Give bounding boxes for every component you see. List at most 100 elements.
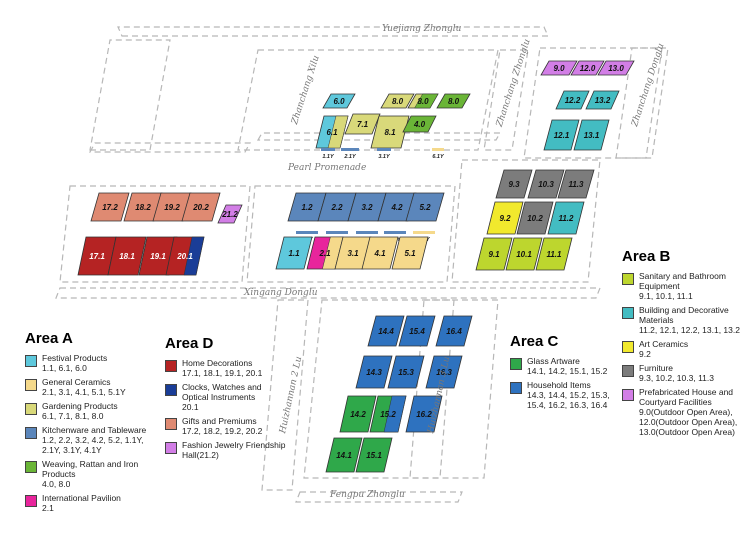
hall-h14-3[interactable]: 14.3 xyxy=(355,355,393,389)
hall-h17-2[interactable]: 17.2 xyxy=(90,192,130,222)
hall-label: 6.0 xyxy=(333,97,345,106)
hall-label: 6.1 xyxy=(326,128,338,137)
hall-h15-4[interactable]: 15.4 xyxy=(398,315,436,347)
hall-h13-1[interactable]: 13.1 xyxy=(573,119,610,151)
legend-category-name: Furniture xyxy=(639,363,674,373)
hall-label: 12.1 xyxy=(554,131,570,140)
hall-h4-0[interactable]: 4.0 xyxy=(402,115,437,133)
hall-h8-0a[interactable]: 8.0 xyxy=(380,93,415,109)
legend-swatch xyxy=(622,307,634,319)
hall-h20-2[interactable]: 20.2 xyxy=(181,192,221,222)
hall-h16-3[interactable]: 16.3 xyxy=(425,355,463,389)
hall-h10-2[interactable]: 10.2 xyxy=(516,201,554,235)
legend-hall-codes: 9.0(Outdoor Open Area), 12.0(Outdoor Ope… xyxy=(639,407,738,437)
legend-hall-codes: 1.1, 6.1, 6.0 xyxy=(42,363,87,373)
hall-h9-3[interactable]: 9.3 xyxy=(495,169,533,199)
hall-h7-1[interactable]: 7.1 xyxy=(344,113,381,135)
hall-h15-2[interactable]: 15.2 xyxy=(369,395,407,433)
strip-label: 6.1Y xyxy=(432,154,445,160)
strip-s3-1y-top[interactable]: 3.1Y xyxy=(377,148,391,160)
strip-s6-1y-top[interactable]: 6.1Y xyxy=(432,148,445,160)
hall-h10-3[interactable]: 10.3 xyxy=(527,169,565,199)
legend-area-b-title: Area B xyxy=(622,248,671,265)
hall-h1-1[interactable]: 1.1 xyxy=(275,236,313,270)
hall-h11-2[interactable]: 11.2 xyxy=(547,201,585,235)
hall-h9-0[interactable]: 9.0 xyxy=(540,60,578,76)
strip-s2-1y[interactable]: 2.1Y xyxy=(341,148,359,160)
hall-label: 13.1 xyxy=(584,131,600,140)
hall-label: 11.3 xyxy=(569,180,585,189)
hall-h18-1[interactable]: 18.1 xyxy=(107,236,147,276)
hall-label: 1.2 xyxy=(301,203,313,212)
hall-h5-1[interactable]: 5.1 xyxy=(391,236,429,270)
strip-label: 1.1Y xyxy=(322,154,335,160)
hall-label: 3.2 xyxy=(361,203,373,212)
legend-hall-codes: 2.1, 3.1, 4.1, 5.1, 5.1Y xyxy=(42,387,126,397)
hall-label: 10.3 xyxy=(538,180,554,189)
hall-h14-4[interactable]: 14.4 xyxy=(367,315,405,347)
legend-category-name: Gifts and Premiums xyxy=(182,416,257,426)
hall-label: 11.1 xyxy=(547,250,563,259)
road-pearl-promenade: Pearl Promenade xyxy=(288,163,367,173)
legend-area-a-title: Area A xyxy=(25,330,73,347)
road-fengpu: Fengpu Zhonglu xyxy=(330,490,405,500)
hall-label: 10.1 xyxy=(516,250,532,259)
hall-h8-0c[interactable]: 8.0 xyxy=(436,93,471,109)
hall-h4-1[interactable]: 4.1 xyxy=(361,236,399,270)
hall-h13-0[interactable]: 13.0 xyxy=(597,60,635,76)
hall-label: 9.2 xyxy=(499,214,511,223)
legend-hall-codes: 17.2, 18.2, 19.2, 20.2 xyxy=(182,426,263,436)
legend-area-d-title: Area D xyxy=(165,335,214,352)
legend-category-name: International Pavilion xyxy=(42,493,121,503)
hall-h21-2[interactable]: 21.2 xyxy=(217,204,243,224)
hall-h9-1[interactable]: 9.1 xyxy=(475,237,513,271)
hall-label: 8.1 xyxy=(384,128,396,137)
hall-label: 5.1 xyxy=(404,249,416,258)
hall-label: 16.4 xyxy=(446,327,462,336)
hall-h12-2[interactable]: 12.2 xyxy=(555,90,590,110)
hall-label: 13.0 xyxy=(608,64,624,73)
hall-h14-2[interactable]: 14.2 xyxy=(339,395,377,433)
hall-h9-2[interactable]: 9.2 xyxy=(486,201,524,235)
legend-swatch xyxy=(25,379,37,391)
hall-h14-1[interactable]: 14.1 xyxy=(325,437,363,473)
hall-h2-1[interactable]: 2.1 xyxy=(306,236,344,270)
legend-hall-codes: 14.1, 14.2, 15.1, 15.2 xyxy=(527,366,608,376)
hall-h16-4[interactable]: 16.4 xyxy=(435,315,473,347)
legend-swatch xyxy=(510,382,522,394)
legend-swatch xyxy=(165,360,177,372)
hall-h11-3[interactable]: 11.3 xyxy=(557,169,595,199)
hall-label: 2.2 xyxy=(330,203,343,212)
hall-h13-2[interactable]: 13.2 xyxy=(585,90,620,110)
hall-h12-1[interactable]: 12.1 xyxy=(543,119,580,151)
hall-label: 21.2 xyxy=(221,210,238,219)
strip-s1-1y[interactable]: 1.1Y xyxy=(321,148,335,160)
hall-h11-1[interactable]: 11.1 xyxy=(535,237,573,271)
hall-h8-0b[interactable]: 8.0 xyxy=(407,93,439,109)
legend-category-name: Sanitary and Bathroom Equipment xyxy=(639,271,726,291)
hall-h20-1[interactable]: 20.1 xyxy=(165,236,205,276)
hall-h8-1[interactable]: 8.1 xyxy=(370,115,410,149)
hall-h10-1[interactable]: 10.1 xyxy=(505,237,543,271)
legend-d-item: Fashion Jewelry Friendship Hall(21.2) xyxy=(165,440,290,460)
hall-h16-2[interactable]: 16.2 xyxy=(405,395,443,433)
legend-swatch xyxy=(165,418,177,430)
hall-h6-0[interactable]: 6.0 xyxy=(322,93,356,109)
hall-h12-0[interactable]: 12.0 xyxy=(570,60,605,76)
hall-label: 19.1 xyxy=(150,252,166,261)
hall-label: 11.2 xyxy=(559,214,575,223)
legend-hall-codes: 20.1 xyxy=(182,402,199,412)
hall-h5-2[interactable]: 5.2 xyxy=(405,192,445,222)
hall-h6-1[interactable]: 6.1 xyxy=(315,115,349,149)
hall-h15-3[interactable]: 15.3 xyxy=(387,355,425,389)
hall-h15-1[interactable]: 15.1 xyxy=(355,437,393,473)
legend-category-name: Clocks, Watches and Optical Instruments xyxy=(182,382,262,402)
hall-label: 15.2 xyxy=(380,410,396,419)
